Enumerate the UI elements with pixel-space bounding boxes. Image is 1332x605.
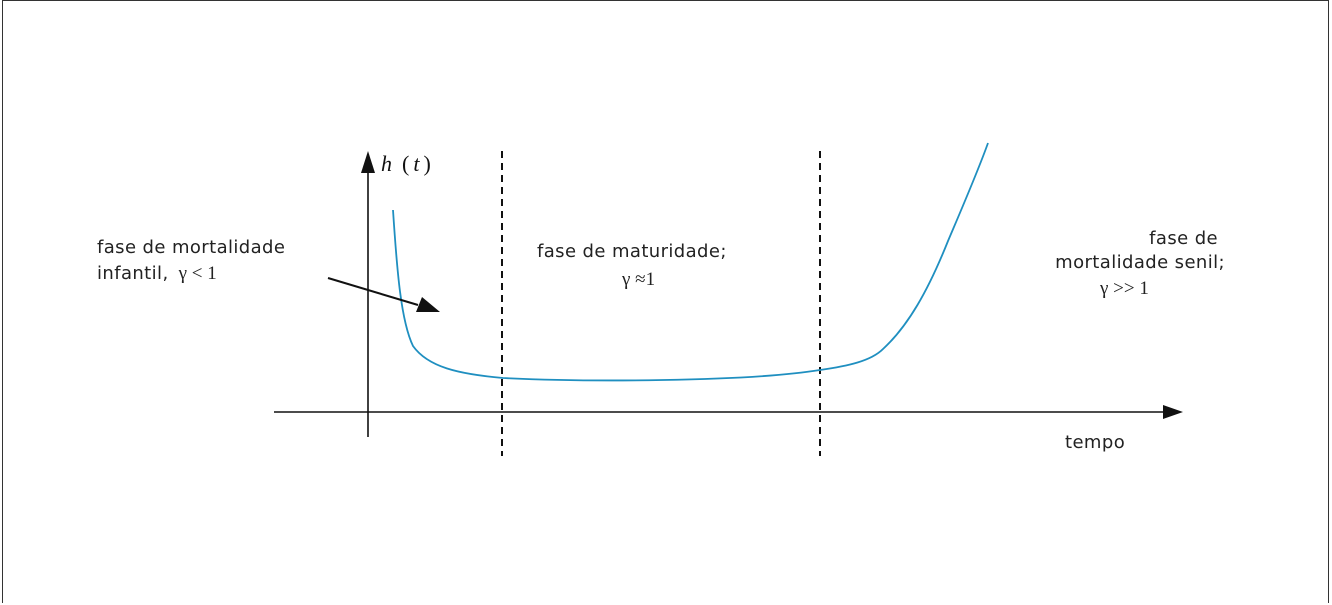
senile-phase-gamma: γ >> 1 [1099,278,1149,299]
infant-phase-line2: infantil, γ < 1 [97,263,217,284]
x-axis-arrowhead [1163,405,1183,419]
hazard-curve [392,142,989,382]
maturity-phase-line1: fase de maturidade; [537,241,727,262]
y-axis-open-paren: ( [402,151,409,176]
bathtub-curve-diagram: h ( t ) tempo fase de mortalidade infant… [97,142,1225,456]
senile-phase-line2: mortalidade senil; [1055,252,1225,273]
infant-phase-text: infantil, [97,263,169,284]
y-axis-func: h [381,151,392,176]
y-axis-arrowhead [361,151,375,173]
y-axis-close-paren: ) [423,151,430,176]
senile-phase-line1: fase de [1149,228,1218,249]
infant-pointer-arrowhead [416,297,440,312]
y-axis-var: t [413,151,420,176]
maturity-phase-gamma: γ ≈1 [621,269,655,290]
infant-pointer-arrow [327,277,419,306]
y-axis-label: h ( t ) [381,151,431,176]
x-axis-label: tempo [1065,432,1125,453]
infant-phase-gamma: γ < 1 [178,263,217,284]
infant-phase-line1: fase de mortalidade [97,237,285,258]
